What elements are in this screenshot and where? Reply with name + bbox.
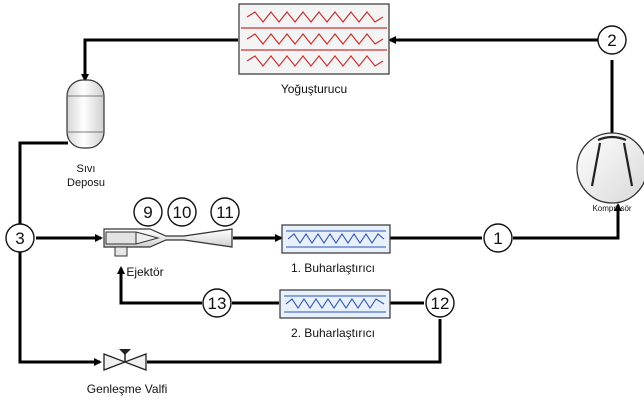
ejector-label: Ejektör xyxy=(126,265,163,279)
state-point-12: 12 xyxy=(425,288,455,318)
ejector-nozzle xyxy=(105,231,137,245)
liquid-tank xyxy=(66,79,105,149)
evaporator-2-label: 2. Buharlaştırıcı xyxy=(291,326,375,340)
tank-label-line2: Deposu xyxy=(67,177,105,189)
compressor xyxy=(576,132,644,204)
compressor-label: Kompresör xyxy=(592,204,631,213)
state-point-1-label: 1 xyxy=(493,229,502,248)
evaporator-1-label: 1. Buharlaştırıcı xyxy=(291,261,375,275)
pipe-13-to-ejector xyxy=(117,266,202,305)
evaporator-1 xyxy=(281,224,391,254)
tank-body xyxy=(66,79,105,149)
state-point-13-label: 13 xyxy=(208,294,227,313)
state-point-1: 1 xyxy=(483,223,513,253)
valve-handle xyxy=(119,349,131,355)
state-point-3-label: 3 xyxy=(15,229,24,248)
pipe-condenser-to-tank xyxy=(81,38,238,82)
pipe-3-to-valve-line xyxy=(18,252,102,366)
condenser-coil xyxy=(241,11,387,67)
ejector-nozzle-tip xyxy=(135,231,160,245)
pipe-valve-to-12 xyxy=(147,319,442,364)
state-point-9: 9 xyxy=(133,197,163,227)
state-point-2: 2 xyxy=(597,25,627,55)
compressor-body xyxy=(576,132,644,204)
state-point-12-label: 12 xyxy=(431,294,450,313)
pipe-network xyxy=(18,36,622,366)
expansion-valve xyxy=(103,349,147,371)
state-point-9-label: 9 xyxy=(143,203,152,222)
evaporator-2-body xyxy=(279,289,391,319)
evaporator-2 xyxy=(279,289,391,319)
ejector-suction-port xyxy=(114,246,128,257)
state-point-13: 13 xyxy=(202,288,232,318)
state-point-2-label: 2 xyxy=(607,31,616,50)
valve-label: Genleşme Valfi xyxy=(87,382,167,396)
tank-label-line1: Sıvı xyxy=(77,163,96,175)
ejector xyxy=(103,228,233,257)
state-point-11: 11 xyxy=(210,197,240,227)
state-point-11-label: 11 xyxy=(216,203,234,222)
state-point-10-label: 10 xyxy=(173,203,192,222)
state-point-10: 10 xyxy=(167,197,197,227)
condenser-label: Yoğuşturucu xyxy=(281,82,347,96)
pipe-tank-to-3 xyxy=(18,141,68,225)
condenser xyxy=(238,3,390,75)
state-point-3: 3 xyxy=(5,223,35,253)
pipe-1-to-compressor xyxy=(513,203,622,240)
evaporator-1-body xyxy=(281,224,391,254)
compressor-symbol xyxy=(590,135,634,187)
